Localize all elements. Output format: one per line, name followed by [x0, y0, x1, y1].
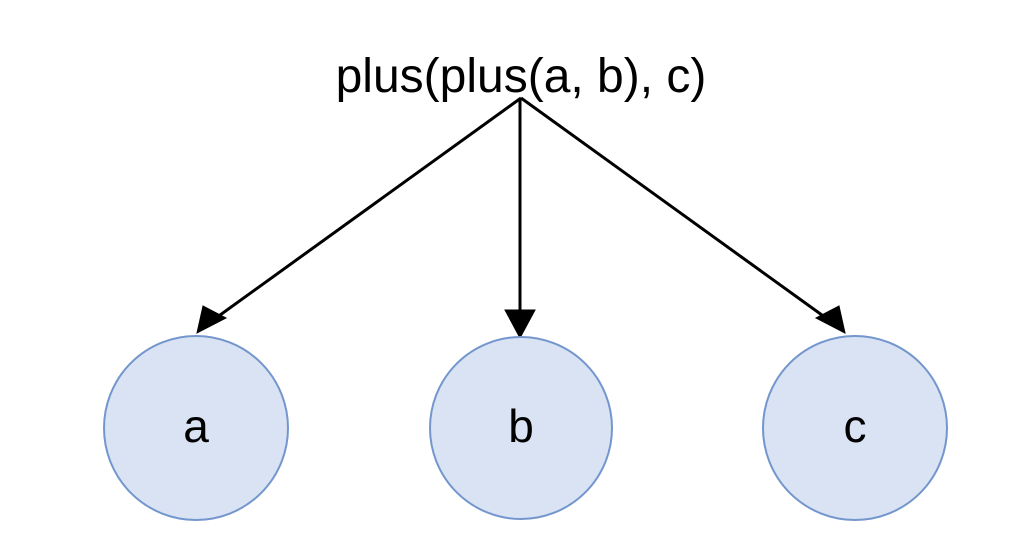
node-b[interactable]: b [429, 336, 613, 520]
node-b-circle [429, 336, 613, 520]
node-b-label: b [508, 400, 534, 452]
edge-root-to-a[interactable] [196, 96, 522, 334]
edge-root-to-a-line [208, 96, 522, 325]
edge-root-to-b-arrowhead [504, 309, 536, 340]
edge-root-to-a-arrowhead [196, 305, 228, 334]
node-c-circle [762, 335, 948, 521]
edge-root-to-c-line [520, 96, 834, 325]
node-c[interactable]: c [762, 335, 948, 521]
node-a-circle [103, 335, 289, 521]
root-node-label: plus(plus(a, b), c) [336, 50, 707, 103]
edge-root-to-c-arrowhead [814, 305, 846, 334]
node-c-label: c [844, 400, 867, 452]
node-a-label: a [183, 400, 209, 452]
node-a[interactable]: a [103, 335, 289, 521]
edge-root-to-b[interactable] [504, 98, 536, 340]
edge-root-to-c[interactable] [520, 96, 846, 334]
